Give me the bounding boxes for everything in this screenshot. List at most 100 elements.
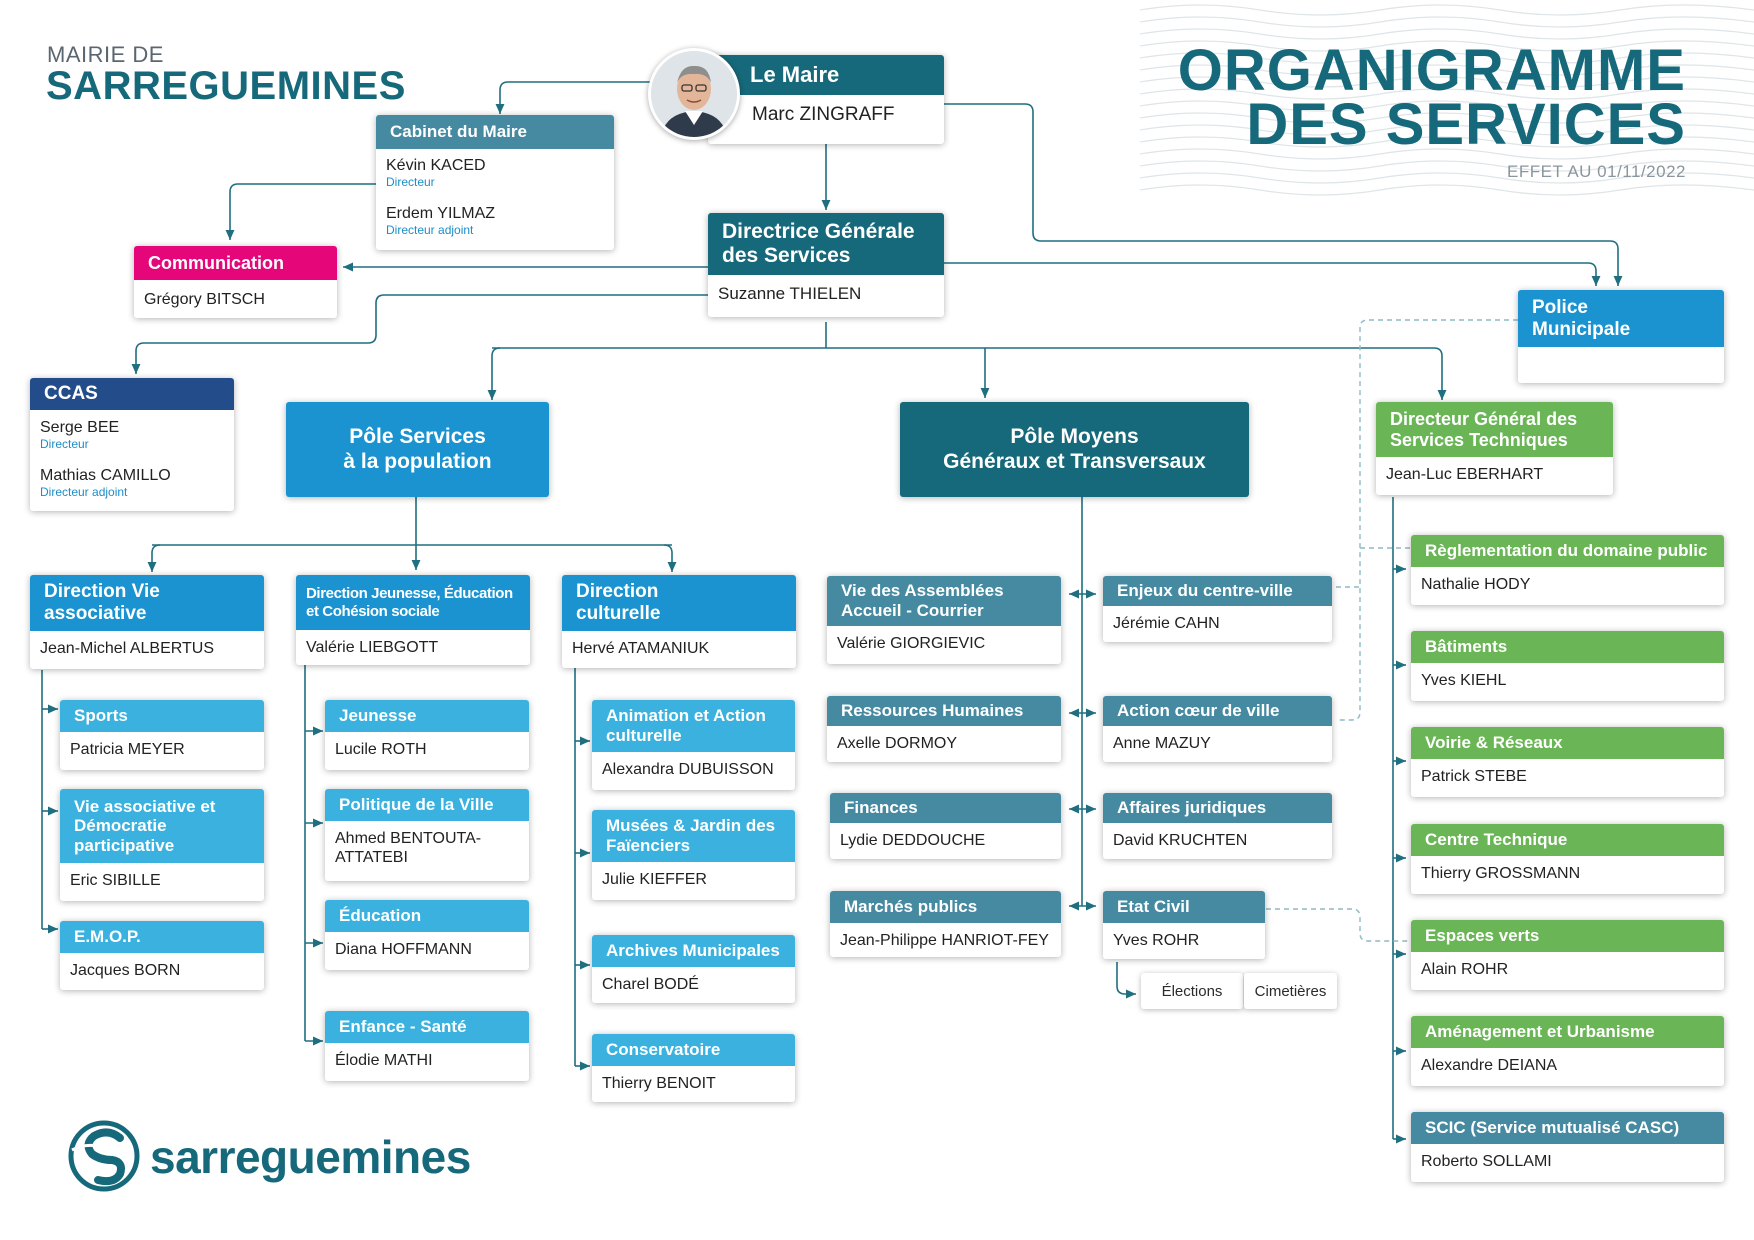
page-title-line2: DES SERVICES [1246, 92, 1686, 157]
service-title: Animation et Action culturelle [592, 700, 795, 752]
service-affaires-juridiques: Affaires juridiques David KRUCHTEN [1103, 793, 1332, 859]
cabinet-role1: Directeur [386, 175, 435, 190]
dgs-title-line1: Directrice Générale [722, 219, 915, 243]
service-name: Alexandra DUBUISSON [602, 761, 774, 778]
service-name: Thierry BENOIT [602, 1075, 716, 1092]
sarreguemines-logo-icon [68, 1120, 140, 1192]
effective-date: EFFET AU 01/11/2022 [1507, 162, 1686, 181]
service-title: Voirie & Réseaux [1411, 727, 1724, 759]
direction-culturelle: Direction culturelle Hervé ATAMANIUK [562, 575, 796, 668]
cabinet-box: Cabinet du Maire Kévin KACED Directeur E… [376, 115, 614, 250]
maire-name: Marc ZINGRAFF [752, 104, 895, 125]
service-title: Bâtiments [1411, 631, 1724, 663]
service-name: Alexandre DEIANA [1421, 1057, 1558, 1074]
service-batiments: Bâtiments Yves KIEHL [1411, 631, 1724, 701]
pole-moyens: Pôle Moyens Généraux et Transversaux [900, 402, 1249, 497]
elections-box: Élections [1141, 973, 1243, 1009]
service-title: Espaces verts [1411, 920, 1724, 952]
service-jeunesse: Jeunesse Lucile ROTH [325, 700, 529, 770]
service-title: Enjeux du centre-ville [1103, 576, 1332, 606]
brand-city: SARREGUEMINES [46, 64, 406, 108]
service-archives: Archives Municipales Charel BODÉ [592, 935, 795, 1003]
police-box: Police Municipale [1518, 290, 1724, 383]
pole-population-line1: Pôle Services [349, 425, 486, 449]
service-name: Nathalie HODY [1421, 576, 1531, 593]
service-title: Enfance - Santé [325, 1011, 529, 1043]
elections-label: Élections [1161, 982, 1223, 1000]
service-title: Musées & Jardin des Faïenciers [592, 810, 795, 862]
ccas-name1: Serge BEE [40, 419, 120, 436]
service-name: Lucile ROTH [335, 741, 427, 758]
service-title: Ressources Humaines [827, 696, 1061, 726]
pole-moyens-line1: Pôle Moyens [1010, 425, 1139, 449]
cimetieres-box: Cimetières [1244, 973, 1337, 1009]
service-name: Roberto SOLLAMI [1421, 1153, 1552, 1170]
service-centre-technique: Centre Technique Thierry GROSSMANN [1411, 824, 1724, 894]
dgst-box: Directeur Général des Services Technique… [1376, 402, 1613, 495]
service-animation: Animation et Action culturelle Alexandra… [592, 700, 795, 790]
dir-jeunesse-name: Valérie LIEBGOTT [306, 639, 439, 656]
direction-jeunesse: Direction Jeunesse, Éducation et Cohésio… [296, 575, 530, 665]
service-vie-associative: Vie associative et Démocratie participat… [60, 789, 264, 901]
wave-pattern [1140, 4, 1754, 196]
service-title: Conservatoire [592, 1034, 795, 1066]
ccas-role1: Directeur [40, 437, 89, 452]
dgs-title-line2: des Services [722, 244, 851, 267]
dgst-title-line1: Directeur Général des [1390, 408, 1578, 429]
logo-text: sarreguemines [150, 1131, 471, 1183]
service-name: Alain ROHR [1421, 961, 1509, 978]
service-vie-assemblees: Vie des Assemblées Accueil - Courrier Va… [827, 576, 1061, 664]
service-name: Axelle DORMOY [837, 735, 958, 752]
service-title: SCIC (Service mutualisé CASC) [1411, 1112, 1724, 1144]
service-education: Éducation Diana HOFFMANN [325, 900, 529, 970]
cimetieres-label: Cimetières [1254, 982, 1327, 1000]
ccas-name2: Mathias CAMILLO [40, 466, 171, 484]
dir-culture-name: Hervé ATAMANIUK [572, 640, 710, 657]
service-title: E.M.O.P. [60, 921, 264, 953]
dgs-name: Suzanne THIELEN [718, 284, 862, 303]
police-title-line1: Police [1532, 296, 1588, 318]
dir-jeunesse-title-line2: et Cohésion sociale [306, 602, 440, 620]
maire-title: Le Maire [708, 55, 944, 95]
dgs-box: Directrice Générale des Services Suzanne… [708, 213, 944, 317]
service-title: Archives Municipales [592, 935, 795, 967]
service-sports: Sports Patricia MEYER [60, 700, 264, 770]
ccas-box: CCAS Serge BEE Directeur Mathias CAMILLO… [30, 378, 234, 511]
maire-box: Le Maire Marc ZINGRAFF [708, 55, 944, 144]
service-title: Éducation [325, 900, 529, 932]
service-rh: Ressources Humaines Axelle DORMOY [827, 696, 1061, 762]
service-emop: E.M.O.P. Jacques BORN [60, 921, 264, 990]
communication-box: Communication Grégory BITSCH [134, 246, 337, 318]
service-amenagement: Aménagement et Urbanisme Alexandre DEIAN… [1411, 1016, 1724, 1086]
cabinet-name2: Erdem YILMAZ [386, 204, 496, 222]
pole-moyens-line2: Généraux et Transversaux [943, 449, 1206, 473]
dir-vie-title-line1: Direction Vie [44, 581, 160, 603]
page-title-line1: ORGANIGRAMME [1177, 38, 1686, 103]
brand-mairie-de: MAIRIE DE [47, 42, 164, 67]
service-name: Jacques BORN [70, 962, 181, 979]
service-scic: SCIC (Service mutualisé CASC) Roberto SO… [1411, 1112, 1724, 1182]
service-name: Patrick STEBE [1421, 768, 1527, 785]
service-name: Yves ROHR [1113, 932, 1200, 949]
police-title-line2: Municipale [1532, 318, 1631, 340]
service-enjeux-centre-ville: Enjeux du centre-ville Jérémie CAHN [1103, 576, 1332, 642]
service-musees: Musées & Jardin des Faïenciers Julie KIE… [592, 810, 795, 900]
service-voirie: Voirie & Réseaux Patrick STEBE [1411, 727, 1724, 797]
direction-vie-associative: Direction Vie associative Jean-Michel AL… [30, 575, 264, 669]
service-name: Eric SIBILLE [70, 872, 161, 889]
service-name: Valérie GIORGIEVIC [837, 635, 986, 652]
pole-population-line2: à la population [343, 449, 492, 473]
service-title: Finances [830, 793, 1061, 823]
service-title: Etat Civil [1103, 891, 1265, 923]
service-title: Vie associative et Démocratie participat… [60, 789, 264, 863]
service-name: Yves KIEHL [1421, 672, 1507, 689]
service-marches-publics: Marchés publics Jean-Philippe HANRIOT-FE… [830, 891, 1061, 957]
dgst-name: Jean-Luc EBERHART [1386, 466, 1544, 483]
service-name: Lydie DEDDOUCHE [840, 832, 986, 849]
service-name: Ahmed BENTOUTA-ATTATEBI [335, 830, 482, 867]
pole-population: Pôle Services à la population [286, 402, 549, 497]
dir-vie-title-line2: associative [44, 603, 147, 624]
dir-culture-title-line1: Direction [576, 581, 659, 603]
service-name: Jérémie CAHN [1113, 615, 1220, 632]
